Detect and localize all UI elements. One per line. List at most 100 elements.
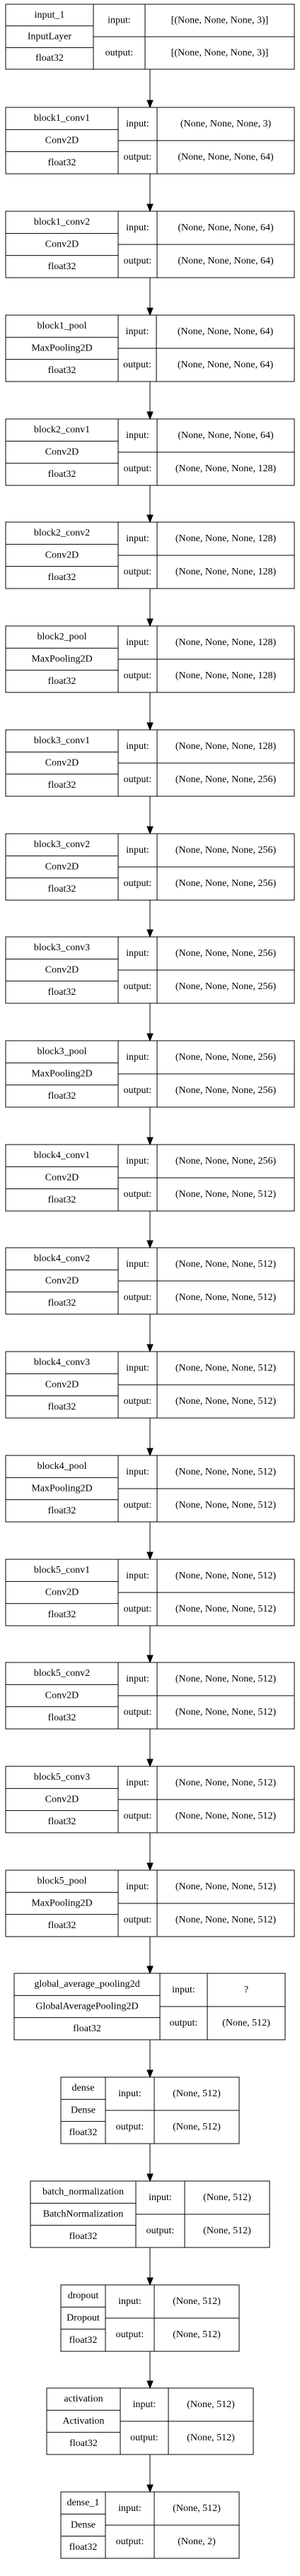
arrow-down-icon [146,2277,154,2286]
output-shape: (None, None, None, 512) [175,1604,277,1614]
layer-node-global_average_pooling2d: global_average_pooling2dGlobalAveragePoo… [13,1973,286,2040]
output-label: output: [124,256,152,266]
output-label: output: [124,567,152,577]
output-shape: (None, None, None, 512) [175,1189,277,1200]
layer-type: Conv2D [45,1795,79,1805]
layer-dtype: float32 [48,676,76,687]
layer-name: block3_conv1 [34,735,90,746]
layer-node-block3_conv3: block3_conv3Conv2Dfloat32input:output:(N… [5,936,295,1004]
layer-node-block3_conv1: block3_conv1Conv2Dfloat32input:output:(N… [5,729,295,797]
layer-dtype: float32 [69,2438,98,2449]
output-shape: (None, None, None, 256) [175,774,277,785]
arrow-down-icon [146,1966,154,1975]
layer-dtype: float32 [48,1506,76,1516]
output-shape: [(None, None, None, 3)] [171,48,269,59]
input-label: input: [126,1778,149,1788]
output-shape: (None, 512) [173,2122,221,2132]
input-shape: (None, None, None, 512) [175,1363,277,1373]
input-shape: [(None, None, None, 3)] [171,16,269,26]
layer-dtype: float32 [48,1402,76,1412]
layer-type: Conv2D [45,1691,79,1701]
input-shape: (None, None, None, 512) [175,1571,277,1581]
layer-name: block4_conv3 [34,1357,90,1368]
layer-type: Conv2D [45,1588,79,1598]
layer-dtype: float32 [48,1091,76,1101]
input-shape: (None, None, None, 512) [175,1674,277,1684]
layer-name: block3_conv3 [34,943,90,953]
layer-dtype: float32 [48,261,76,272]
layer-dtype: float32 [48,469,76,480]
input-label: input: [118,2088,142,2099]
output-label: output: [116,2536,144,2547]
arrow-down-icon [146,1240,154,1249]
layer-node-dropout: dropoutDropoutfloat32input:output:(None,… [60,2284,240,2352]
layer-type: Conv2D [45,862,79,873]
output-shape: (None, None, None, 512) [175,1811,277,1821]
layer-dtype: float32 [48,158,76,168]
layer-name: batch_normalization [42,2187,124,2197]
output-label: output: [146,2226,175,2236]
output-label: output: [124,1396,152,1407]
arrow-down-icon [146,929,154,938]
output-shape: (None, 512) [203,2226,251,2236]
input-label: input: [126,637,149,648]
layer-name: dropout [68,2291,99,2301]
input-shape: (None, 512) [203,2192,251,2203]
input-shape: (None, None, None, 256) [175,1156,277,1166]
layer-dtype: float32 [48,1920,76,1931]
input-shape: (None, None, None, 512) [175,1881,277,1892]
layer-node-block1_pool: block1_poolMaxPooling2Dfloat32input:outp… [5,314,295,382]
layer-name: block5_conv3 [34,1772,90,1783]
output-shape: (None, None, None, 512) [175,1396,277,1407]
input-shape: (None, None, None, 64) [178,430,274,441]
layer-node-block1_conv1: block1_conv1Conv2Dfloat32input:output:(N… [5,107,295,175]
input-shape: (None, 512) [187,2399,235,2410]
layer-node-block5_conv2: block5_conv2Conv2Dfloat32input:output:(N… [5,1662,295,1730]
layer-node-input_1: input_1InputLayerfloat32input:output:[(N… [5,4,295,70]
input-shape: (None, None, None, 512) [175,1778,277,1788]
input-shape: (None, 512) [173,2088,221,2099]
arrow-down-icon [146,203,154,213]
layer-name: block3_pool [38,1046,87,1057]
output-label: output: [116,2329,144,2340]
layer-dtype: float32 [48,1816,76,1827]
layer-type: Dense [71,2105,96,2116]
layer-name: block4_conv1 [34,1150,90,1161]
output-shape: (None, None, None, 256) [175,1085,277,1096]
layer-dtype: float32 [48,987,76,998]
layer-type: Conv2D [45,1276,79,1287]
layer-type: GlobalAveragePooling2D [35,2002,138,2012]
layer-type: Activation [62,2416,104,2427]
output-shape: (None, None, None, 256) [175,981,277,992]
layer-type: MaxPooling2D [31,1484,92,1494]
layer-node-block4_conv2: block4_conv2Conv2Dfloat32input:output:(N… [5,1247,295,1315]
layer-node-batch_normalization: batch_normalizationBatchNormalizationflo… [30,2180,270,2248]
input-label: input: [126,1156,149,1166]
output-label: output: [116,2122,144,2132]
output-shape: (None, 2) [178,2536,216,2547]
layer-dtype: float32 [48,1298,76,1308]
input-label: input: [126,948,149,959]
layer-node-activation: activationActivationfloat32input:output:… [46,2387,254,2455]
layer-node-block5_conv1: block5_conv1Conv2Dfloat32input:output:(N… [5,1559,295,1626]
layer-name: block5_conv1 [34,1565,90,1576]
input-shape: (None, None, None, 64) [178,326,274,337]
layer-type: Dropout [67,2313,100,2324]
output-shape: (None, 512) [173,2329,221,2340]
output-shape: (None, None, None, 64) [178,256,274,266]
arrow-down-icon [146,2069,154,2079]
input-label: input: [126,533,149,544]
input-shape: (None, None, None, 128) [175,741,277,752]
arrow-down-icon [146,307,154,317]
output-label: output: [124,1604,152,1614]
output-label: output: [124,1811,152,1821]
output-label: output: [105,48,134,59]
output-label: output: [124,981,152,992]
layer-name: block2_pool [38,632,87,642]
layer-type: Conv2D [45,550,79,561]
output-label: output: [124,463,152,474]
output-label: output: [124,1292,152,1303]
